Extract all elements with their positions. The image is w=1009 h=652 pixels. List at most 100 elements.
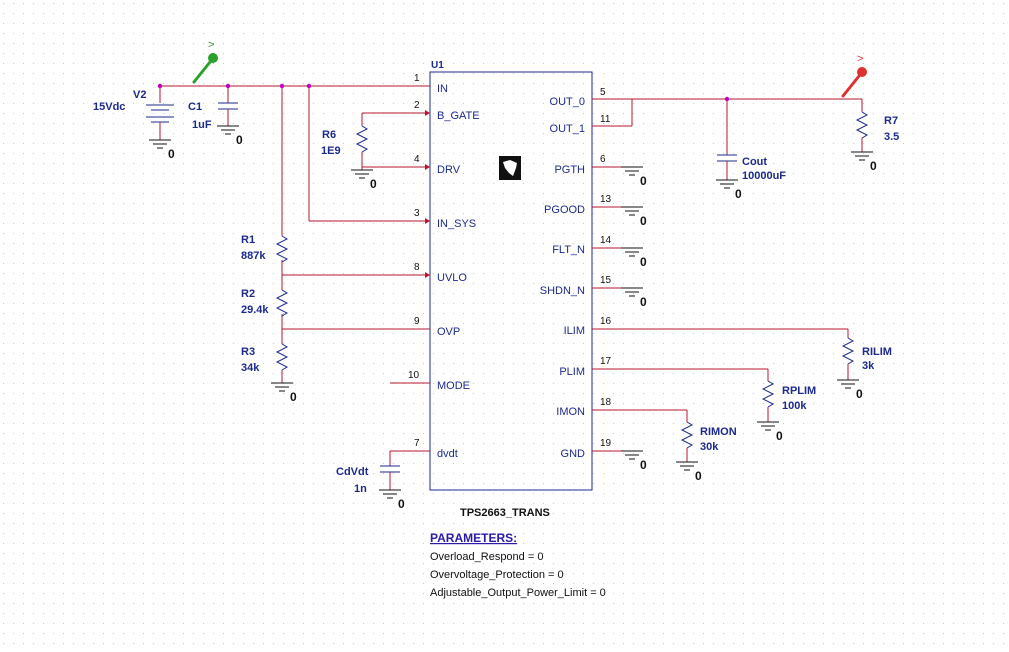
- ground-label: 0: [735, 187, 742, 201]
- cdvdt-ref: CdVdt: [336, 466, 369, 478]
- rplim-ref: RPLIM: [782, 385, 816, 397]
- resistor-rplim[interactable]: RPLIM 100k: [761, 380, 816, 422]
- pin-label-in: IN: [437, 83, 448, 95]
- parameter-line: Overload_Respond = 0: [430, 551, 543, 563]
- ground-label: 0: [776, 429, 783, 443]
- pin-num-19: 19: [600, 438, 612, 449]
- capacitor-cout[interactable]: Cout 10000uF: [717, 154, 786, 182]
- cout-value: 10000uF: [742, 170, 786, 182]
- ground-icon: 0: [379, 489, 405, 511]
- ic-u1[interactable]: U1 TPS2663_TRANS IN B_GATE DRV IN_SYS UV…: [408, 60, 612, 519]
- capacitor-c1[interactable]: C1 1uF: [188, 101, 238, 131]
- ic-ref: U1: [431, 60, 444, 71]
- ic-body: [429, 71, 593, 491]
- resistor-rimon[interactable]: RIMON 30k: [680, 421, 737, 462]
- parameter-line: Adjustable_Output_Power_Limit = 0: [430, 587, 606, 599]
- ground-label: 0: [236, 133, 243, 147]
- v2-ref: V2: [133, 89, 146, 101]
- resistor-r1[interactable]: R1 887k: [241, 234, 289, 263]
- ground-label: 0: [168, 147, 175, 161]
- ground-icon: 0: [837, 379, 863, 401]
- resistor-r7[interactable]: R7 3.5: [855, 111, 899, 152]
- junction-dots: [157, 83, 730, 102]
- pin-num-9: 9: [414, 316, 420, 327]
- pin-num-5: 5: [600, 87, 606, 98]
- c1-value: 1uF: [192, 119, 212, 131]
- pin-arrows: [425, 110, 430, 278]
- capacitor-cdvdt[interactable]: CdVdt 1n: [336, 465, 400, 495]
- pin-num-3: 3: [414, 208, 420, 219]
- ground-icon: 0: [149, 139, 175, 161]
- r6-ref: R6: [322, 129, 336, 141]
- r7-ref: R7: [884, 115, 898, 127]
- ground-label: 0: [398, 497, 405, 511]
- voltage-probe-green-icon[interactable]: >: [192, 39, 218, 84]
- ground-icon: 0: [271, 382, 297, 404]
- ground-label: 0: [695, 469, 702, 483]
- pin-num-14: 14: [600, 235, 612, 246]
- pin-label-drv: DRV: [437, 164, 461, 176]
- ground-label: 0: [856, 387, 863, 401]
- parameter-line: Overvoltage_Protection = 0: [430, 569, 564, 581]
- pin-label-gnd: GND: [561, 448, 586, 460]
- voltage-probe-red-icon[interactable]: >: [841, 53, 867, 98]
- pin-num-13: 13: [600, 194, 612, 205]
- pin-label-dvdt: dvdt: [437, 448, 458, 460]
- pin-num-8: 8: [414, 262, 420, 273]
- ti-logo-icon: [499, 156, 521, 180]
- pin-num-17: 17: [600, 356, 612, 367]
- pin-num-15: 15: [600, 275, 612, 286]
- pin-label-ilim: ILIM: [564, 325, 585, 337]
- resistor-r2[interactable]: R2 29.4k: [241, 288, 289, 317]
- pin-num-18: 18: [600, 397, 612, 408]
- pin-label-flt-n: FLT_N: [552, 244, 585, 256]
- ground-icon: 0: [621, 450, 647, 472]
- pin-label-pgood: PGOOD: [544, 204, 585, 216]
- resistor-r3[interactable]: R3 34k: [241, 343, 289, 383]
- pin-num-2: 2: [414, 100, 420, 111]
- pin-label-shdn-n: SHDN_N: [540, 285, 585, 297]
- ground-icon: 0: [621, 287, 647, 309]
- ground-label: 0: [640, 255, 647, 269]
- ground-icon: 0: [621, 247, 647, 269]
- ground-icon: 0: [676, 461, 702, 483]
- pin-label-out-0: OUT_0: [550, 96, 585, 108]
- v2-value: 15Vdc: [93, 101, 125, 113]
- pin-label-plim: PLIM: [559, 366, 585, 378]
- rilim-value: 3k: [862, 360, 875, 372]
- cout-ref: Cout: [742, 156, 767, 168]
- pin-num-7: 7: [414, 438, 420, 449]
- rimon-ref: RIMON: [700, 426, 737, 438]
- parameters-header: PARAMETERS:: [430, 531, 517, 545]
- probe-green-label: >: [208, 39, 214, 51]
- ground-icon: 0: [351, 169, 377, 191]
- c1-ref: C1: [188, 101, 202, 113]
- ground-icon: 0: [621, 166, 647, 188]
- ground-icon: 0: [716, 179, 742, 201]
- ground-icon: 0: [757, 421, 783, 443]
- resistor-r6[interactable]: R6 1E9: [321, 125, 369, 170]
- r3-value: 34k: [241, 362, 260, 374]
- pin-num-11: 11: [600, 114, 611, 125]
- pin-num-4: 4: [414, 154, 420, 165]
- pin-label-pgth: PGTH: [554, 164, 585, 176]
- source-v2[interactable]: V2 15Vdc: [93, 89, 174, 140]
- rimon-value: 30k: [700, 441, 719, 453]
- cdvdt-value: 1n: [354, 483, 367, 495]
- ground-label: 0: [290, 390, 297, 404]
- resistor-rilim[interactable]: RILIM 3k: [841, 337, 892, 380]
- probe-red-label: >: [857, 53, 863, 65]
- parameters-block[interactable]: PARAMETERS: Overload_Respond = 0 Overvol…: [430, 531, 606, 599]
- pin-label-out-1: OUT_1: [550, 123, 585, 135]
- pin-label-uvlo: UVLO: [437, 272, 467, 284]
- r6-value: 1E9: [321, 145, 341, 157]
- pin-label-b-gate: B_GATE: [437, 110, 480, 122]
- pin-num-6: 6: [600, 154, 606, 165]
- r1-ref: R1: [241, 234, 255, 246]
- ground-label: 0: [870, 159, 877, 173]
- pin-num-1: 1: [414, 73, 420, 84]
- r2-value: 29.4k: [241, 304, 269, 316]
- pin-num-10: 10: [408, 370, 420, 381]
